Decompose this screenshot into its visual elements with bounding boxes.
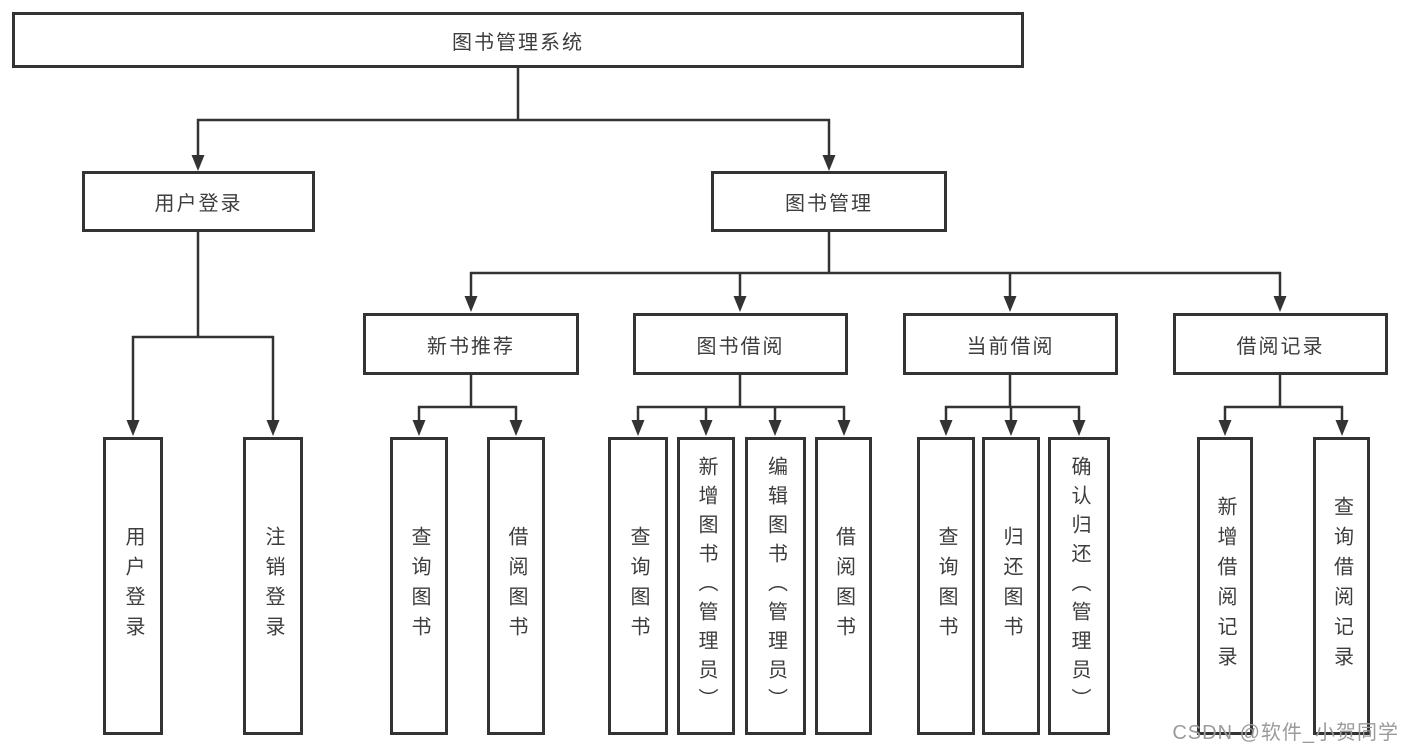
node-book-borrow: 图书借阅	[633, 313, 848, 375]
leaf-return-book-label: 归还图书	[1000, 526, 1022, 646]
leaf-query-borrow-record: 查询借阅记录	[1313, 437, 1370, 735]
node-root: 图书管理系统	[12, 12, 1024, 68]
node-user-login: 用户登录	[82, 171, 315, 232]
leaf-borrow-book-borrow: 借阅图书	[815, 437, 872, 735]
node-root-label: 图书管理系统	[452, 31, 584, 54]
leaf-query-borrow-record-label: 查询借阅记录	[1330, 496, 1353, 676]
leaf-user-login-label: 用户登录	[122, 526, 144, 646]
leaf-borrow-book-borrow-label: 借阅图书	[832, 526, 855, 646]
leaf-confirm-return-admin-label: 确认归还（管理员）	[1068, 455, 1090, 717]
leaf-add-borrow-record: 新增借阅记录	[1197, 437, 1253, 735]
leaf-edit-book-admin-label: 编辑图书（管理员）	[764, 455, 787, 717]
leaf-add-book-admin-label: 新增图书（管理员）	[695, 455, 717, 717]
leaf-logout: 注销登录	[243, 437, 303, 735]
leaf-edit-book-admin: 编辑图书（管理员）	[745, 437, 806, 735]
leaf-query-book-newbook: 查询图书	[390, 437, 448, 735]
node-new-book-recommend-label: 新书推荐	[427, 335, 515, 358]
leaf-borrow-book-newbook-label: 借阅图书	[505, 526, 527, 646]
leaf-add-borrow-record-label: 新增借阅记录	[1214, 496, 1236, 676]
leaf-query-book-borrow: 查询图书	[608, 437, 668, 735]
leaf-return-book: 归还图书	[982, 437, 1040, 735]
leaf-query-book-borrow-label: 查询图书	[627, 526, 649, 646]
leaf-user-login: 用户登录	[103, 437, 163, 735]
leaf-query-book-current: 查询图书	[917, 437, 975, 735]
node-current-borrow: 当前借阅	[903, 313, 1118, 375]
leaf-query-book-newbook-label: 查询图书	[408, 526, 430, 646]
leaf-query-book-current-label: 查询图书	[935, 526, 957, 646]
node-user-login-label: 用户登录	[154, 193, 243, 215]
node-borrow-record: 借阅记录	[1173, 313, 1388, 375]
node-book-borrow-label: 图书借阅	[696, 335, 785, 358]
node-borrow-record-label: 借阅记录	[1236, 335, 1325, 358]
leaf-logout-label: 注销登录	[262, 526, 284, 646]
node-book-management-label: 图书管理	[785, 193, 873, 215]
node-current-borrow-label: 当前借阅	[966, 335, 1055, 358]
node-new-book-recommend: 新书推荐	[363, 313, 579, 375]
leaf-add-book-admin: 新增图书（管理员）	[677, 437, 735, 735]
leaf-borrow-book-newbook: 借阅图书	[487, 437, 545, 735]
csdn-watermark: CSDN @软件_小贺同学	[1172, 722, 1399, 744]
node-book-management: 图书管理	[711, 171, 947, 232]
leaf-confirm-return-admin: 确认归还（管理员）	[1048, 437, 1110, 735]
